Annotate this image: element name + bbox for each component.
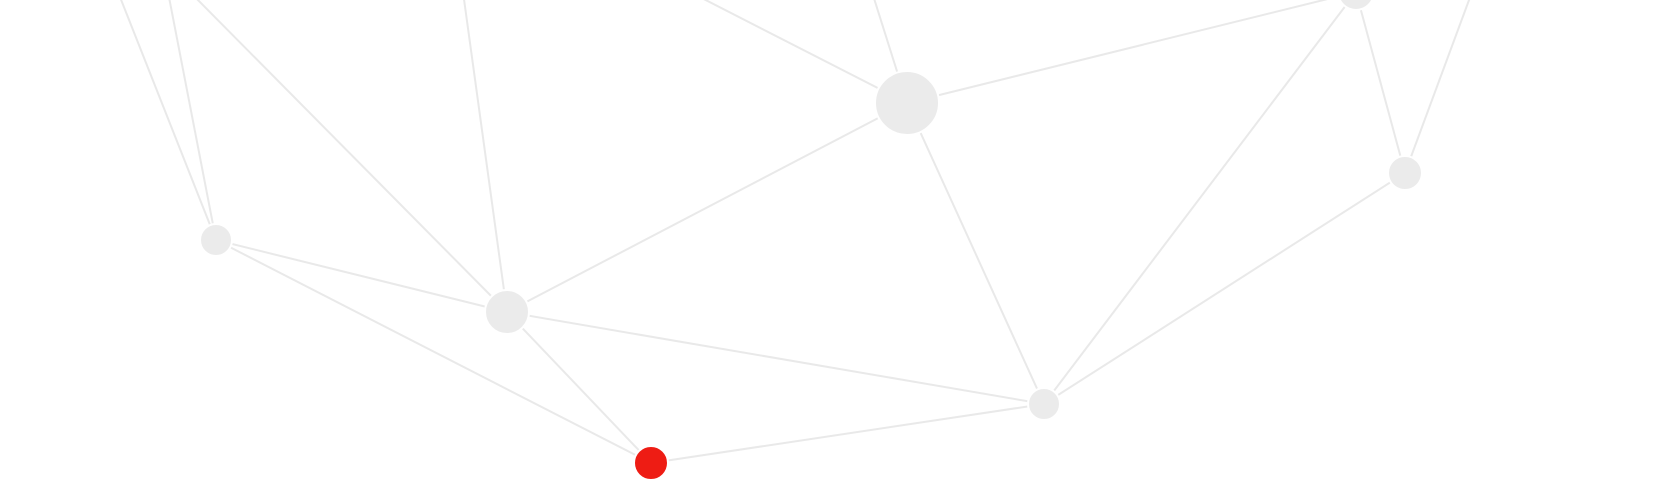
edge-n-center-left-n-hub	[506, 102, 908, 313]
edge-n-bottom-right-n-active	[650, 403, 1045, 464]
node-n-hub	[874, 70, 940, 136]
edge-n-bottom-right-n-right	[1043, 172, 1406, 405]
edge-n-center-left-n-active	[506, 311, 652, 464]
edge-n-top-far-right-n-right	[1404, 0, 1471, 174]
edge-layer	[120, 0, 1471, 464]
node-layer	[199, 0, 1423, 481]
edge-n-left-top-d-n-center-left	[463, 0, 508, 313]
node-n-left	[199, 223, 233, 257]
node-n-top-right	[1338, 0, 1374, 11]
edge-n-left-top-a-n-left	[120, 0, 217, 241]
edge-n-top-right-n-bottom-right	[1043, 0, 1352, 405]
edge-n-center-left-n-bottom-right	[506, 311, 1045, 405]
edge-n-top-right-n-right	[1357, 0, 1406, 174]
edge-n-top-right-n-hub	[906, 0, 1328, 104]
active-node	[633, 445, 669, 481]
edge-n-top-mid-a-n-hub	[703, 0, 908, 104]
node-n-right	[1387, 155, 1423, 191]
edge-n-left-n-center-left	[215, 239, 508, 313]
edge-n-left-n-active	[215, 239, 652, 464]
node-n-bottom-right	[1027, 387, 1061, 421]
edge-n-left-top-c-n-center-left	[196, 0, 508, 313]
node-n-center-left	[484, 289, 530, 335]
edge-n-left-top-b-n-left	[168, 0, 217, 241]
edge-n-hub-n-bottom-right	[906, 102, 1045, 405]
